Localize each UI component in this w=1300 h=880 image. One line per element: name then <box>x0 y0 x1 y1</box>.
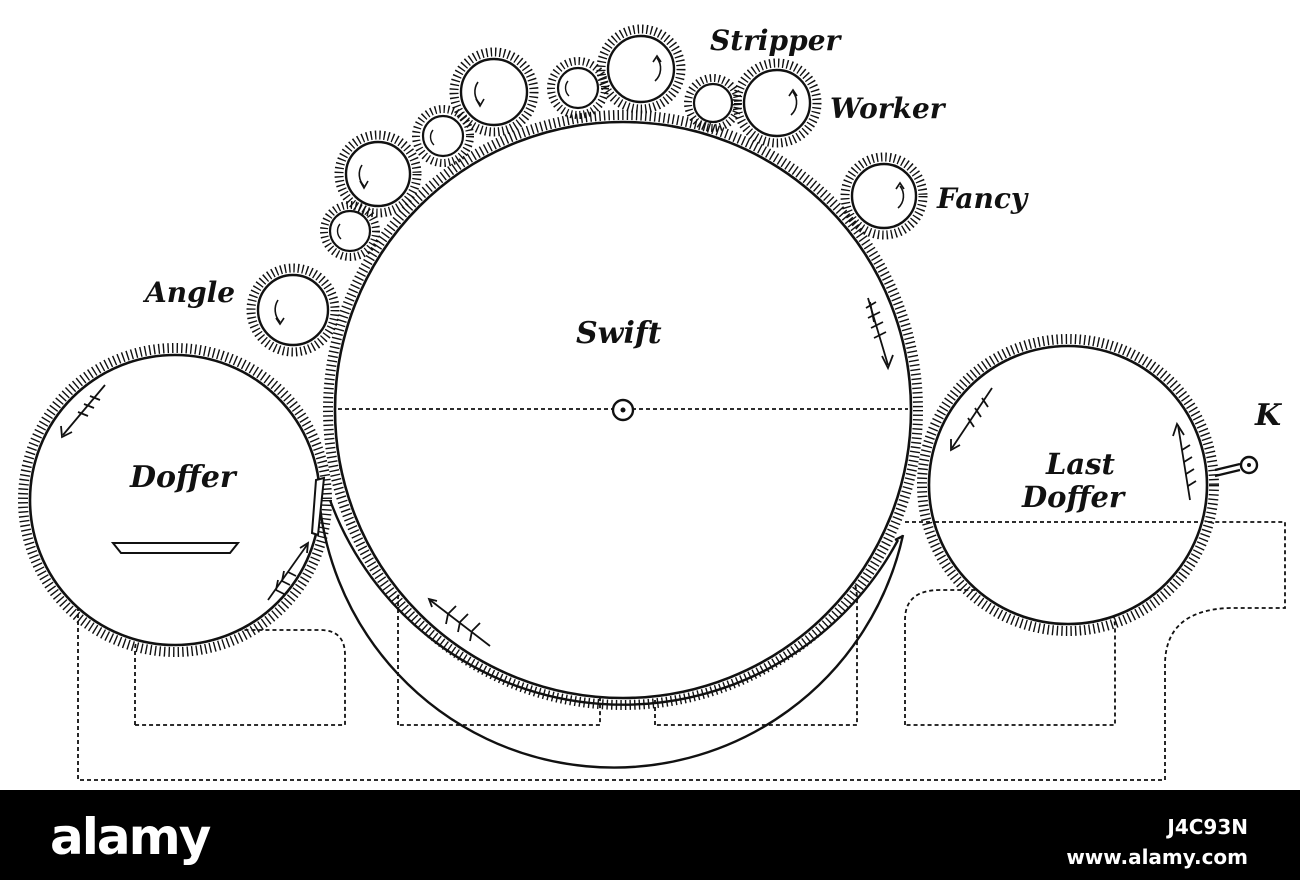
roller-stripper-3 <box>547 57 609 119</box>
doffer-plate <box>310 476 326 537</box>
doffer-bottom-arrow <box>267 541 310 601</box>
roller-worker-4 <box>732 58 822 148</box>
swift-hatching <box>323 110 923 710</box>
swift-right-arrow <box>865 297 894 371</box>
watermark-image-id: J4C93N <box>1167 815 1248 839</box>
carding-machine-diagram: Stripper Worker Fancy Angle Swift Doffer… <box>18 24 1286 781</box>
label-worker: Worker <box>830 92 947 125</box>
last-doffer-left-arrow <box>950 387 993 452</box>
watermark-brand-logo: alamy <box>50 808 211 866</box>
watermark-bar <box>0 790 1300 880</box>
roller-angle <box>246 263 340 357</box>
doffer-hatching <box>18 343 332 657</box>
label-angle: Angle <box>142 276 235 309</box>
swift-undercasing <box>316 479 905 769</box>
frame-outline <box>77 521 1286 781</box>
watermark-reference: J4C93N www.alamy.com <box>1066 812 1248 872</box>
doffer-top-arrow <box>60 384 106 439</box>
last-doffer-right-arrow <box>1172 421 1197 501</box>
roller-worker-3 <box>596 24 686 114</box>
roller-stripper-4 <box>684 74 742 132</box>
swift-bottom-arrow <box>427 597 491 647</box>
label-last-doffer-line2: Doffer <box>1021 480 1127 514</box>
roller-worker-1 <box>334 130 422 218</box>
label-k: K <box>1254 398 1283 433</box>
last-doffer-hatching <box>917 334 1219 636</box>
watermark-site: www.alamy.com <box>1066 845 1248 869</box>
label-fancy: Fancy <box>936 182 1029 215</box>
doffer-comb-tray <box>110 542 241 554</box>
roller-fancy <box>840 152 928 240</box>
label-swift: Swift <box>576 316 662 351</box>
label-stripper: Stripper <box>710 24 843 57</box>
k-arm <box>1214 462 1241 472</box>
doffer-cylinder <box>28 353 322 647</box>
roller-worker-2 <box>449 47 539 137</box>
last-doffer-cylinder <box>927 344 1209 626</box>
roller-stripper-2 <box>412 105 474 167</box>
swift-undercasing-outer <box>328 499 900 706</box>
label-doffer: Doffer <box>129 460 238 495</box>
label-last-doffer-line1: Last <box>1045 447 1116 481</box>
roller-stripper-1 <box>320 201 380 261</box>
